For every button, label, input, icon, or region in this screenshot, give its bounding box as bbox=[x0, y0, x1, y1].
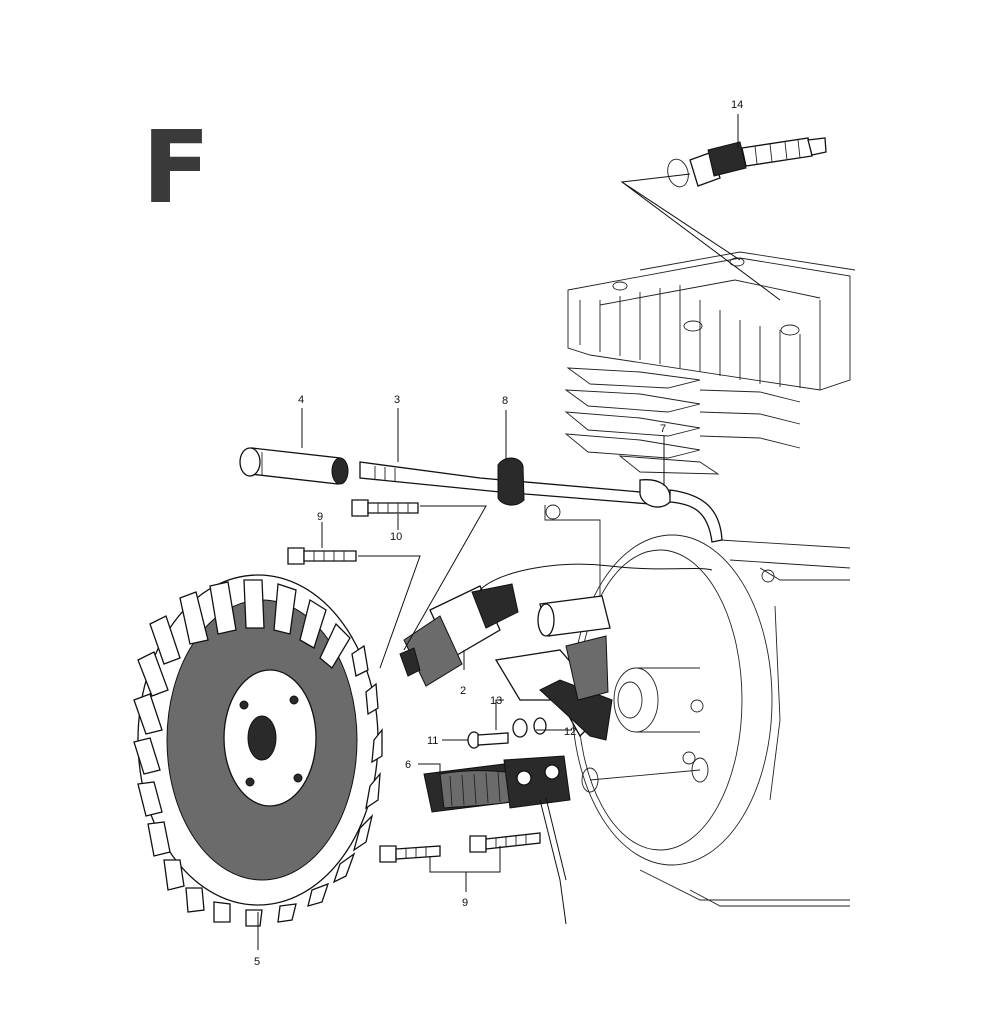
bushing bbox=[239, 447, 349, 485]
callout-14: 14 bbox=[731, 99, 743, 111]
callout-10: 10 bbox=[390, 531, 402, 543]
engine-block bbox=[544, 251, 856, 907]
callout-labels: 14 4 3 8 7 9 10 2 13 11 12 6 9 5 bbox=[254, 99, 743, 968]
breaker-points bbox=[494, 635, 613, 741]
callout-12: 12 bbox=[564, 726, 576, 738]
callout-5: 5 bbox=[254, 956, 260, 968]
ignition-cable bbox=[359, 457, 723, 543]
condenser bbox=[399, 563, 713, 687]
callout-13: 13 bbox=[490, 695, 502, 707]
ignition-coil bbox=[423, 755, 571, 925]
callout-11: 11 bbox=[427, 735, 438, 747]
spark-plug bbox=[667, 137, 827, 188]
screw-11 bbox=[467, 731, 509, 749]
callout-4: 4 bbox=[298, 394, 304, 406]
callout-3: 3 bbox=[394, 394, 400, 406]
cylinder-head bbox=[567, 251, 856, 391]
callout-9-lower: 9 bbox=[462, 897, 468, 909]
cylinder-barrel bbox=[564, 367, 801, 475]
screws-9-lower bbox=[379, 832, 541, 863]
callout-2: 2 bbox=[460, 685, 466, 697]
screw-9-upper bbox=[287, 547, 357, 565]
callout-6: 6 bbox=[405, 759, 411, 771]
callout-8: 8 bbox=[502, 395, 508, 407]
callout-9-upper: 9 bbox=[317, 511, 323, 523]
crankcase bbox=[544, 504, 851, 907]
section-letter: F bbox=[142, 109, 211, 226]
callout-7: 7 bbox=[660, 423, 666, 435]
flywheel bbox=[133, 574, 383, 927]
screw-10 bbox=[351, 499, 419, 517]
flywheel-fins bbox=[133, 579, 383, 927]
leader-lines bbox=[257, 114, 781, 950]
